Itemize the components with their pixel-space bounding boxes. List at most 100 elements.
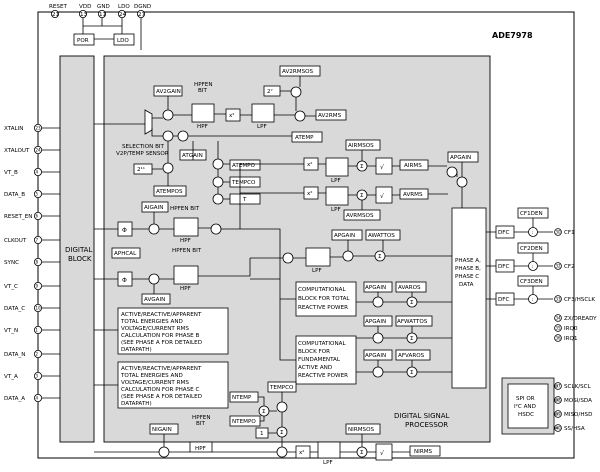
spi-line-2: I²C AND	[514, 403, 536, 410]
top-pin-label: RESET	[49, 4, 68, 10]
ntemp-label: NTEMP	[232, 395, 252, 401]
divider-label: :	[532, 297, 534, 303]
phase-data-block	[451, 207, 487, 389]
atempo-register	[229, 159, 261, 171]
divider-label: :	[532, 230, 534, 236]
sigma-label: Σ	[410, 370, 414, 376]
right-pin[interactable]	[554, 295, 562, 303]
apgain-label: APGAIN	[365, 285, 386, 291]
airmsos-register	[345, 139, 381, 151]
phase-c-block	[117, 361, 229, 409]
right-pin-num: 39	[556, 412, 562, 417]
afvaros-label: AFVAROS	[398, 353, 425, 359]
left-pin-label: VT_N	[4, 328, 18, 334]
nigain-label: NIGAIN	[152, 427, 172, 433]
apgain-label: APGAIN	[450, 155, 471, 161]
airms-label: AIRMS	[404, 163, 422, 169]
right-pin[interactable]	[554, 334, 562, 342]
phase-box-line-1: PHASE A,	[455, 258, 481, 264]
right-pin[interactable]	[554, 324, 562, 332]
lpf-filter	[325, 157, 349, 177]
two7-label: 2⁷	[267, 88, 273, 95]
multiplier-node	[372, 332, 384, 344]
airms-register	[399, 159, 429, 171]
top-pin-num: 24	[119, 12, 127, 18]
left-pin-num: 3	[36, 374, 39, 379]
right-pin-num: 30	[556, 230, 562, 235]
right-pin-num: 32	[556, 264, 562, 269]
neutral-rms-wire	[94, 434, 410, 453]
phase-b-line-6: DATAPATH)	[121, 347, 152, 353]
top-pin[interactable]	[98, 9, 107, 18]
phase-c-line-2: TOTAL ENERGIES AND	[120, 373, 183, 379]
afwattos-register	[395, 315, 433, 327]
atempos-register	[153, 185, 187, 197]
right-pin-label: MISO/HSD	[564, 412, 592, 418]
left-pin-num: 23	[36, 126, 42, 131]
top-pin[interactable]	[79, 9, 88, 18]
phase-box-line-3: PHASE C	[455, 274, 479, 280]
avrms-label: AVRMS	[403, 192, 423, 198]
avaros-label: AVAROS	[398, 285, 421, 291]
active-power-wire	[250, 240, 452, 259]
left-pin-num: 9	[36, 284, 39, 289]
t-label: T	[242, 197, 247, 203]
top-pin-label: LDO	[118, 4, 130, 10]
sigma-label: Σ	[410, 336, 414, 342]
right-pin-num: 40	[556, 426, 562, 431]
atemp-label: ATEMP	[295, 135, 314, 141]
selection-label-1: SELECTION BIT	[122, 144, 165, 150]
multiplier-node	[148, 273, 160, 285]
left-pin-num: 10	[36, 306, 42, 311]
aigain-label: AIGAIN	[144, 205, 163, 211]
left-pin-label: XTALOUT	[4, 148, 30, 154]
right-pin-label: IRQ0	[564, 326, 578, 332]
av2rms-label: AV2RMS	[318, 113, 342, 119]
por-label: POR	[77, 38, 89, 44]
phase-bc-wire	[94, 329, 118, 386]
left-pin-num: 5	[36, 192, 39, 197]
av2rms-register	[315, 109, 347, 121]
top-pin-label: DGND	[134, 4, 151, 10]
top-pin[interactable]	[51, 9, 60, 18]
avgain-label: AVGAIN	[144, 297, 165, 303]
left-pin-label: XTALIN	[4, 126, 24, 132]
apgain-label: APGAIN	[365, 319, 386, 325]
fundamental-box-line-2: BLOCK FOR	[298, 349, 330, 355]
sqrt-label: √	[380, 164, 384, 171]
sigma-label: Σ	[360, 164, 364, 170]
sigma-label: Σ	[262, 409, 266, 415]
multiplier-node	[210, 223, 222, 235]
sum-node	[212, 158, 224, 170]
lpf-filter	[305, 247, 331, 267]
two11-label: 2¹¹	[137, 166, 145, 173]
phase-c-line-3: VOLTAGE/CURRENT RMS	[121, 380, 189, 386]
right-pin[interactable]	[554, 228, 562, 236]
right-pin[interactable]	[554, 262, 562, 270]
sigma-label: Σ	[360, 193, 364, 199]
lpf-label: LPF	[331, 207, 341, 213]
apgain-register	[331, 229, 363, 241]
top-pin[interactable]	[118, 9, 127, 18]
lpf-label: LPF	[331, 178, 341, 184]
dsp-label-1: DIGITAL SIGNAL	[394, 412, 450, 420]
left-pin-label: VT_B	[4, 170, 18, 176]
nirmsos-label: NIRMSOS	[348, 427, 375, 433]
fundamental-box-line-4: ACTIVE AND	[298, 365, 332, 371]
phase-c-line-1: ACTIVE/REACTIVE/APPARENT	[121, 366, 202, 372]
awattos-label: AWATTOS	[368, 233, 395, 239]
top-pin[interactable]	[136, 9, 145, 18]
selection-label-2: V2P/TEMP SENSOR	[116, 151, 169, 157]
square-label: x²	[307, 190, 313, 197]
bit-label: BIT	[198, 88, 207, 94]
current-input-wire	[94, 163, 281, 258]
hpf-filter	[189, 441, 213, 453]
left-pin-num: 1	[36, 328, 39, 333]
multiplier-node	[276, 446, 288, 458]
ldo-block	[113, 33, 135, 46]
digital-block-label-1: DIGITAL	[65, 246, 92, 254]
atemp-register	[291, 131, 323, 143]
multiplier-node	[162, 130, 174, 142]
right-pin[interactable]	[554, 314, 562, 322]
